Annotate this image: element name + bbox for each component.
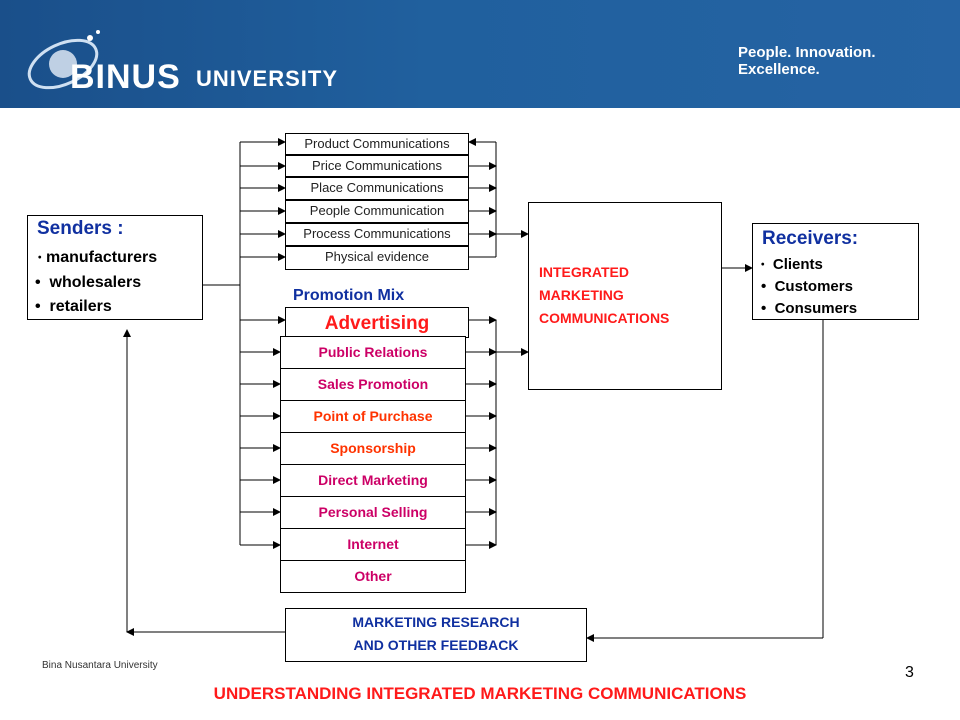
senders-item-wholesalers: • wholesalers xyxy=(35,274,142,291)
footer-org: Bina Nusantara University xyxy=(42,660,158,671)
comm-cell-people: People Communication xyxy=(285,200,469,223)
page-number: 3 xyxy=(905,664,914,681)
receivers-title: Receivers: xyxy=(762,228,859,249)
logo-unit: UNIVERSITY xyxy=(196,66,339,91)
promo-cell-internet: Internet xyxy=(280,528,466,561)
comm-cell-process: Process Communications xyxy=(285,223,469,246)
comm-cell-physical: Physical evidence xyxy=(285,246,469,270)
senders-item-manufacturers: • manufacturers xyxy=(38,249,158,266)
receivers-item-clients: • Clients xyxy=(761,256,823,273)
feedback-box: MARKETING RESEARCH AND OTHER FEEDBACK xyxy=(285,608,587,662)
receivers-item-customers: • Customers xyxy=(761,278,853,295)
tagline: People. Innovation. Excellence. xyxy=(738,44,876,78)
feedback-line-1: MARKETING RESEARCH xyxy=(352,614,520,630)
binus-globe-icon xyxy=(27,30,100,90)
senders-title: Senders : xyxy=(37,218,124,239)
senders-box: Senders : • manufacturers • wholesalers … xyxy=(27,215,203,320)
comm-cell-place: Place Communications xyxy=(285,177,469,200)
promo-cell-personal-selling: Personal Selling xyxy=(280,496,466,529)
imc-line-3: COMMUNICATIONS xyxy=(539,310,670,326)
imc-line-1: INTEGRATED xyxy=(539,264,629,280)
promo-cell-point-of-purchase: Point of Purchase xyxy=(280,400,466,433)
advertising-cell: Advertising xyxy=(285,307,469,338)
promo-cell-other: Other xyxy=(280,560,466,593)
receivers-item-consumers: • Consumers xyxy=(761,300,858,317)
promo-cell-sales-promotion: Sales Promotion xyxy=(280,368,466,401)
promo-cell-sponsorship: Sponsorship xyxy=(280,432,466,465)
logo-brand: BINUS xyxy=(70,58,181,96)
comm-cell-price: Price Communications xyxy=(285,155,469,177)
promo-cell-public-relations: Public Relations xyxy=(280,336,466,369)
slide-title: UNDERSTANDING INTEGRATED MARKETING COMMU… xyxy=(213,684,747,703)
imc-box: INTEGRATED MARKETING COMMUNICATIONS xyxy=(528,202,722,390)
header-banner: BINUS UNIVERSITY People. Innovation. Exc… xyxy=(0,0,960,108)
feedback-line-2: AND OTHER FEEDBACK xyxy=(353,637,519,653)
receivers-box: Receivers: • Clients • Customers • Consu… xyxy=(752,223,919,320)
comm-cell-product: Product Communications xyxy=(285,133,469,155)
imc-line-2: MARKETING xyxy=(539,287,624,303)
senders-item-retailers: • retailers xyxy=(35,298,112,315)
promo-cell-direct-marketing: Direct Marketing xyxy=(280,464,466,497)
promotion-mix-label: Promotion Mix xyxy=(293,287,405,304)
